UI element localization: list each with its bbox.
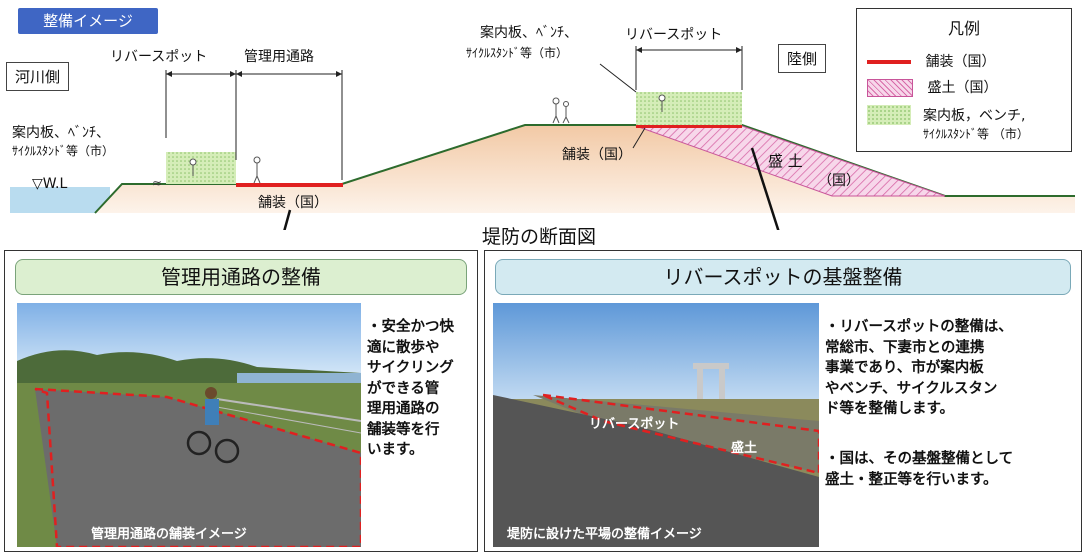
panel-river-spot: リバースポットの基盤整備 リバースポット 盛土 堤防に設けた平場の整備イメージ … — [484, 250, 1082, 552]
left-facility-label-2: ｻｲｸﾙｽﾀﾝﾄﾞ等（市） — [12, 144, 115, 158]
page-title: 整備イメージ — [18, 8, 158, 34]
right-facility-label-2: ｻｲｸﾙｽﾀﾝﾄﾞ等（市） — [466, 46, 569, 60]
section-title: 堤防の断面図 — [482, 226, 597, 248]
legend: 凡例 舗装（国） 盛土（国） 案内板，ベンチ, ｻｲｸﾙｽﾀﾝﾄﾞ等 （市） — [856, 8, 1072, 152]
river-spot-photo-caption: 堤防に設けた平場の整備イメージ — [507, 527, 702, 542]
river-spot-description-1: ・リバースポットの整備は、 常総市、下妻市との連携 事業であり、市が案内板 やベ… — [825, 319, 1013, 417]
legend-item-facility: 案内板，ベンチ, ｻｲｸﾙｽﾀﾝﾄﾞ等 （市） — [867, 105, 1029, 141]
mgmt-road-photo — [17, 303, 361, 547]
river-side-label: 河川側 — [6, 62, 70, 91]
fill-label: 盛 土 — [768, 152, 803, 170]
paving-right-label: 舗装（国） — [562, 147, 632, 163]
mgmt-road-description: ・安全かつ快 適に散歩や サイクリング ができる管 理用通路の 舗装等を行 いま… — [367, 319, 454, 458]
legend-item-fill: 盛土（国） — [867, 77, 997, 97]
mgmt-road-photo-caption: 管理用通路の舗装イメージ — [91, 527, 247, 542]
land-side-label: 陸側 — [778, 44, 827, 73]
water-area — [10, 187, 110, 213]
legend-title: 凡例 — [947, 19, 980, 38]
facility-swatch — [867, 105, 911, 125]
river-spot-description-2: ・国は、その基盤整備として 盛土・整正等を行います。 — [825, 451, 1014, 488]
fill-label-owner: （国） — [818, 173, 860, 189]
panel-mgmt-road-title: 管理用通路の整備 — [15, 259, 467, 295]
fill-swatch — [867, 79, 913, 97]
right-facility-label-1: 案内板、ﾍﾞﾝﾁ、 — [480, 25, 578, 41]
panel-mgmt-road: 管理用通路の整備 管理用通路の舗装イメージ ・安全かつ快 適に散歩や サイクリン — [4, 250, 478, 552]
levee-cross-section: ≈ — [10, 46, 1075, 230]
legend-item-paving: 舗装（国） — [867, 51, 995, 71]
paving-left-label: 舗装（国） — [258, 195, 328, 211]
dim-label-river-spot-left: リバースポット — [110, 49, 208, 65]
svg-text:≈: ≈ — [152, 176, 162, 190]
panel-river-spot-title: リバースポットの基盤整備 — [495, 259, 1071, 295]
photo-label-fill: 盛土 — [731, 441, 758, 456]
water-level-label: ▽W.L — [32, 176, 68, 192]
left-facility-label-1: 案内板、ﾍﾞﾝﾁ、 — [12, 125, 110, 141]
facility-area-right — [636, 92, 742, 125]
facility-area-left — [166, 152, 236, 184]
river-spot-photo — [493, 303, 819, 547]
photo-label-river-spot: リバースポット — [589, 417, 680, 432]
dim-label-river-spot-right: リバースポット — [625, 27, 723, 43]
paving-swatch — [867, 60, 911, 64]
dim-label-mgmt-road: 管理用通路 — [244, 49, 314, 65]
